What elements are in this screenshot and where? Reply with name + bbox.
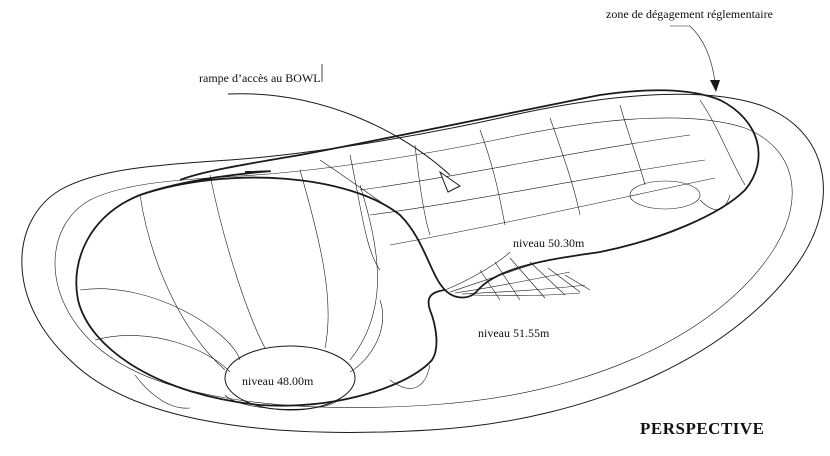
bowl-floor-ellipse <box>224 345 356 411</box>
bowl-rim-lower <box>77 289 446 407</box>
ramp-label: rampe d’accès au BOWL <box>199 71 321 85</box>
outer-zone-outline <box>21 93 824 433</box>
level-48-label: niveau 48.00m <box>242 374 314 388</box>
drawing-title: PERSPECTIVE <box>640 419 765 438</box>
ramp-channel-lines <box>319 99 746 271</box>
transition-mesh <box>444 251 591 301</box>
shallow-bowl-ellipse <box>629 180 701 210</box>
ramp-arrow-head <box>438 170 461 193</box>
ramp-arrow-line <box>227 93 451 176</box>
zone-leader-line <box>670 25 716 83</box>
bowl-section-lines <box>79 169 431 410</box>
bowl-rim <box>75 89 760 301</box>
level-51-label: niveau 51.55m <box>478 326 550 340</box>
shallow-bowl-bulge <box>699 194 731 210</box>
zone-leader-head <box>710 80 720 92</box>
zone-label: zone de dégagement réglementaire <box>606 7 773 21</box>
level-50-label: niveau 50.30m <box>513 236 585 250</box>
inner-zone-outline <box>54 117 793 408</box>
